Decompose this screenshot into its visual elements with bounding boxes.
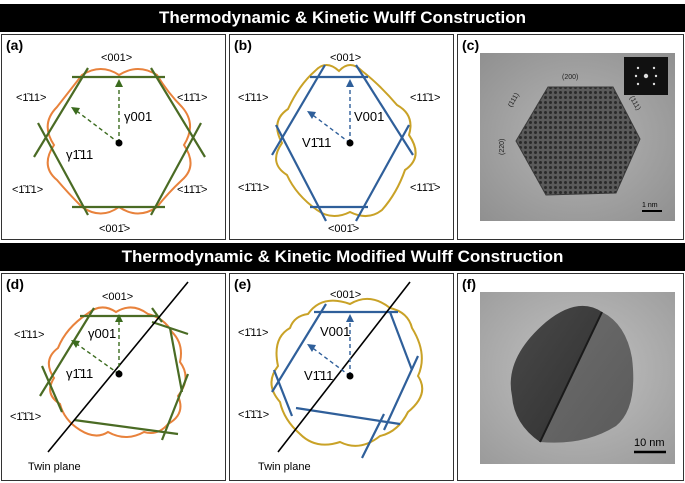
velocity-vectors [309, 318, 351, 377]
facet-m1m11: <1̄1̄1> [238, 409, 269, 421]
facet-001: <001> [101, 52, 132, 64]
modified-kinetic-shape [271, 303, 419, 459]
twin-plane-label: Twin plane [258, 461, 311, 473]
center-dot [115, 139, 123, 147]
wulff-thermo-diagram: γ001 γ1̄11 <001> <001̄> <1̄11> <11̄1> <1… [12, 52, 207, 235]
tem-image-hexagonal: (200) (111) (111) (220) 1 nm [480, 53, 675, 221]
energy-vectors [73, 83, 120, 144]
fft-spots [634, 66, 658, 86]
modified-wulff-shape [39, 307, 190, 441]
scale-label-c: 1 nm [642, 202, 658, 209]
facet-001: <001> [330, 289, 361, 301]
velocity-arcs [275, 64, 417, 217]
arrowhead-v111 [307, 344, 316, 352]
label-v111: V1̄11 [304, 368, 333, 383]
velocity-vectors [309, 83, 351, 144]
panel-label-a: (a) [6, 37, 24, 53]
facet-001: <001> [102, 291, 133, 303]
center-dot [115, 370, 123, 378]
energy-vectors [73, 318, 120, 375]
facet-00-1: <001̄> [328, 223, 359, 235]
facet-1m11: <11̄1> [177, 92, 207, 104]
label-gamma-001: γ001 [88, 326, 116, 341]
facet-1m11: <11̄1> [410, 92, 440, 104]
arrowhead-v001 [346, 79, 354, 87]
facet-m111: <1̄11> [238, 92, 268, 104]
panel-f: (f) 10 nm [457, 273, 684, 481]
twin-plane-line [47, 281, 189, 453]
facet-m1m11: <1̄1̄1> [12, 184, 43, 196]
arrowhead-001 [115, 314, 123, 322]
label-220: (220) [499, 139, 506, 155]
arrowhead-v111 [307, 111, 316, 119]
wulff-kinetic-diagram: V001 V1̄11 <001> <001̄> <1̄11> <11̄1> <1… [238, 52, 440, 235]
wulff-shape [33, 67, 206, 216]
panel-d: (d) γ001 γ1̄11 <001> <1̄11> <1̄1̄1> Twin… [1, 273, 226, 481]
label-200: (200) [562, 74, 578, 81]
twin-plane-line [277, 281, 411, 453]
twin-plane-label: Twin plane [28, 461, 81, 473]
panel-e: (e) V001 V1̄11 <001> <1̄11> <1̄1̄1> Twin… [229, 273, 454, 481]
arrowhead-111 [71, 340, 80, 348]
label-gamma-111: γ1̄11 [66, 366, 93, 381]
panel-a: (a) γ001 γ1̄11 <001> <001̄> <1̄11> <11̄1… [1, 34, 226, 240]
grain-left [510, 305, 602, 442]
panel-b: (b) V001 V1̄11 <001> <001̄> <1̄11> <11̄1… [229, 34, 454, 240]
label-v001: V001 [354, 109, 384, 124]
facet-00-1: <001̄> [99, 223, 130, 235]
kinetic-wulff-shape [271, 64, 414, 222]
arrowhead-001 [115, 79, 123, 87]
panel-label-f: (f) [462, 276, 476, 292]
panel-label-e: (e) [234, 276, 252, 292]
center-dot [346, 139, 354, 147]
twin-boundary [539, 311, 603, 443]
facet-m1m11: <1̄1̄1> [10, 411, 41, 423]
label-gamma-111: γ1̄11 [66, 147, 93, 162]
label-v001: V001 [320, 324, 350, 339]
label-v111: V1̄11 [302, 135, 331, 150]
facet-m111: <1̄11> [16, 92, 46, 104]
facet-1m1m1: <11̄1̄> [410, 182, 440, 194]
arrowhead-111 [71, 107, 80, 115]
bottom-banner: Thermodynamic & Kinetic Modified Wulff C… [0, 243, 685, 271]
top-banner: Thermodynamic & Kinetic Wulff Constructi… [0, 4, 685, 32]
facet-m111: <1̄11> [238, 327, 268, 339]
center-dot [346, 372, 354, 380]
modified-wulff-kinetic-diagram: V001 V1̄11 <001> <1̄11> <1̄1̄1> Twin pla… [238, 281, 424, 473]
nanocrystal [515, 86, 641, 196]
panel-c: (c) (200) (111) (111) (220) 1 nm [457, 34, 684, 240]
arrowhead-v001 [346, 314, 354, 322]
facet-001: <001> [330, 52, 361, 64]
label-gamma-001: γ001 [124, 109, 152, 124]
scale-label-f: 10 nm [634, 437, 665, 449]
facet-m111: <1̄11> [14, 329, 44, 341]
facet-1m1m1: <11̄1̄> [177, 184, 207, 196]
modified-wulff-thermo-diagram: γ001 γ1̄11 <001> <1̄11> <1̄1̄1> Twin pla… [10, 281, 190, 473]
panel-label-b: (b) [234, 37, 252, 53]
tem-image-twinned: 10 nm [480, 292, 675, 464]
panel-label-d: (d) [6, 276, 24, 292]
grain-right [540, 312, 634, 443]
panel-label-c: (c) [462, 37, 480, 53]
facet-m1m11: <1̄1̄1> [238, 182, 269, 194]
